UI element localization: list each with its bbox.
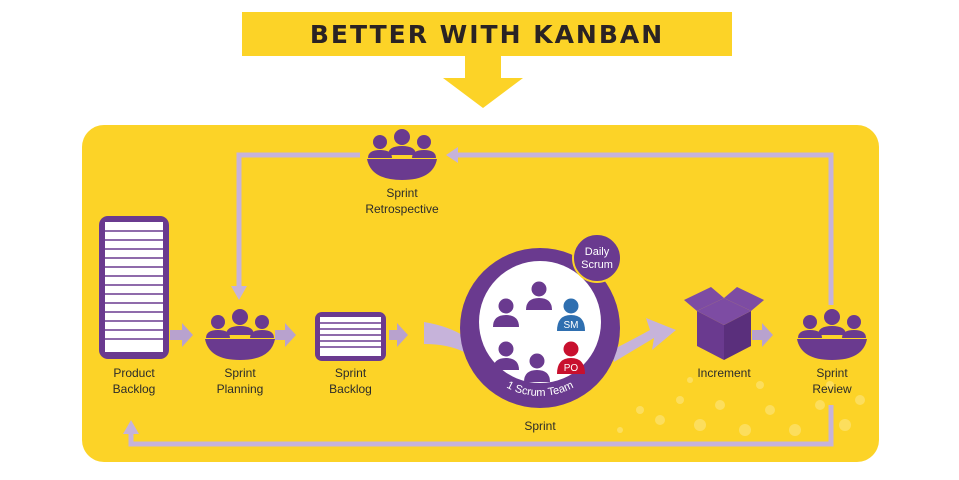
product-backlog-label-line2: Backlog: [112, 382, 156, 396]
product-backlog-label: Product Backlog: [99, 365, 169, 397]
arrow-to-product-backlog-icon: [123, 420, 139, 434]
sprint-retrospective-label-line1: Sprint: [386, 186, 418, 200]
sprint-review-label: Sprint Review: [797, 365, 867, 397]
arrow-to-retrospective-icon: [446, 147, 458, 163]
product-backlog-label-line1: Product: [113, 366, 155, 380]
team-members: [493, 281, 585, 382]
daily-scrum-label-line1: Daily: [585, 246, 610, 258]
flow-arrows: [170, 323, 773, 347]
sprint-planning-label-line1: Sprint: [224, 366, 256, 380]
scrum-master-icon: [557, 298, 585, 331]
sprint-review-meeting-icon: [797, 309, 867, 360]
increment-label: Increment: [684, 365, 764, 381]
sprint-label-text: Sprint: [524, 419, 556, 433]
product-backlog-icon: [99, 216, 169, 359]
down-arrow-icon: [443, 56, 523, 108]
sprint-planning-label-line2: Planning: [216, 382, 264, 396]
product-owner-badge: PO: [564, 363, 579, 374]
arrow-to-planning-icon: [231, 286, 247, 300]
review-to-backlog-loop: [128, 405, 834, 447]
sprint-entry-arrow: [424, 322, 464, 352]
retrospective-loop: [236, 152, 834, 305]
increment-label-text: Increment: [697, 366, 751, 380]
increment-box-icon: [684, 287, 764, 360]
team-member-icon: [524, 353, 550, 382]
sprint-backlog-icon: [315, 312, 386, 361]
sprint-label: Sprint: [500, 418, 580, 434]
sprint-review-label-line1: Sprint: [816, 366, 848, 380]
team-member-icon: [493, 298, 519, 327]
sprint-retrospective-label-line2: Retrospective: [365, 202, 439, 216]
scrum-master-badge: SM: [564, 320, 579, 331]
title-banner: BETTER WITH KANBAN: [242, 12, 732, 56]
product-owner-icon: [557, 341, 585, 374]
sprint-planning-label: Sprint Planning: [205, 365, 275, 397]
team-member-icon: [493, 341, 519, 370]
sprint-exit-arrow: [612, 318, 676, 362]
sprint-review-label-line2: Review: [812, 382, 852, 396]
sprint-planning-meeting-icon: [205, 309, 275, 360]
sprint-retrospective-label: Sprint Retrospective: [352, 185, 452, 217]
team-member-icon: [526, 281, 552, 310]
sprint-backlog-label: Sprint Backlog: [315, 365, 386, 397]
decorative-dots: [617, 377, 865, 436]
sprint-backlog-label-line1: Sprint: [334, 366, 367, 380]
daily-scrum-label-line2: Scrum: [581, 259, 613, 271]
banner-title: BETTER WITH KANBAN: [309, 19, 665, 49]
sprint-retrospective-meeting-icon: [367, 129, 437, 180]
sprint-backlog-label-line2: Backlog: [329, 382, 372, 396]
